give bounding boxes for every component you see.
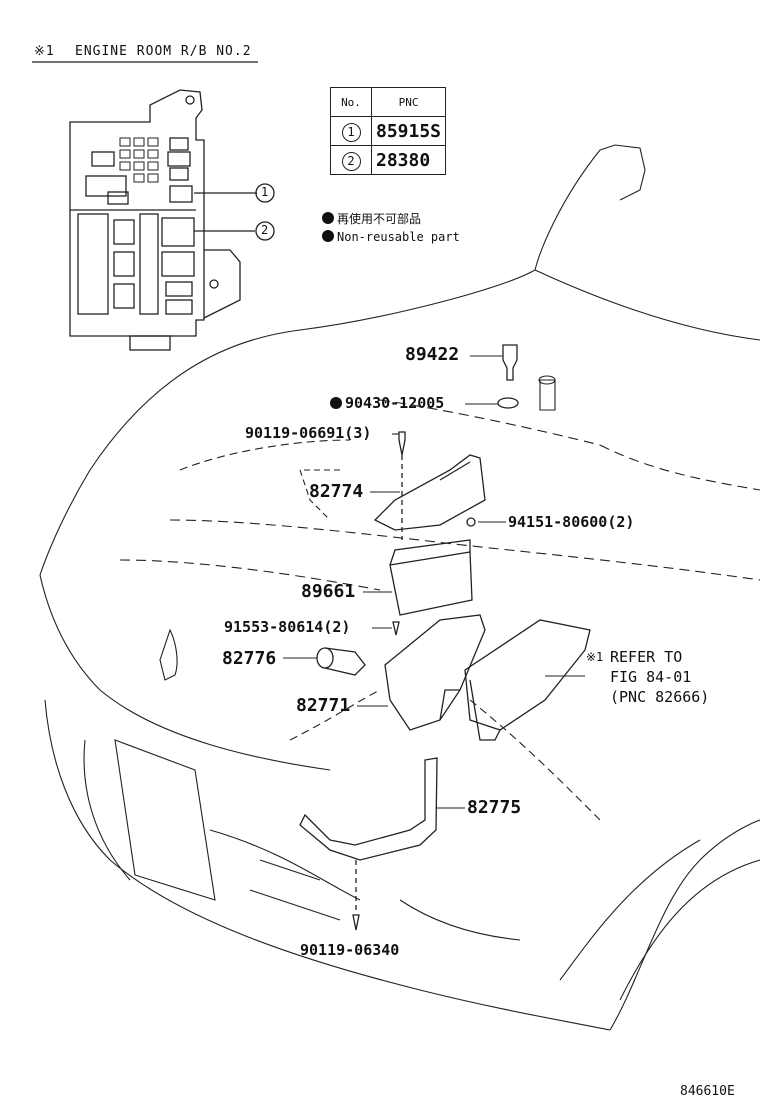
- callout-2: 2: [261, 223, 269, 237]
- pnc-col-no: No.: [330, 87, 372, 117]
- header-mark: ※1: [34, 44, 55, 59]
- part-94151: 94151-80600(2): [508, 513, 635, 531]
- leader-lines: [283, 355, 585, 809]
- part-89422: 89422: [405, 344, 460, 365]
- header-title: ENGINE ROOM R/B NO.2: [75, 44, 252, 59]
- part-82771: 82771: [296, 695, 351, 716]
- row-pnc: 85915S: [370, 116, 447, 146]
- refer-mark: ※1: [586, 650, 604, 664]
- part-82774: 82774: [309, 481, 364, 502]
- refer-line1: REFER TO: [610, 648, 683, 666]
- pnc-table: No. PNC 1 85915S 2 28380: [330, 87, 447, 175]
- refer-line3: (PNC 82666): [610, 688, 710, 706]
- part-82775: 82775: [467, 797, 522, 818]
- part-89661: 89661: [301, 581, 356, 602]
- non-reusable-dot-icon: [322, 230, 334, 242]
- relay-box-drawing: [69, 89, 275, 351]
- legend-jp: 再使用不可部品: [322, 210, 421, 227]
- row-pnc: 28380: [370, 145, 447, 175]
- part-90119-06340: 90119-06340: [300, 941, 400, 959]
- part-90430: 90430-12005: [330, 394, 444, 412]
- car-body-outline: [39, 144, 760, 1031]
- part-91553: 91553-80614(2): [224, 618, 351, 636]
- non-reusable-dot-icon: [322, 212, 334, 224]
- figure-id: 846610E: [680, 1084, 735, 1099]
- legend-en: Non-reusable part: [322, 230, 460, 244]
- table-row: 1 85915S: [330, 116, 447, 146]
- pnc-col-pnc: PNC: [370, 87, 447, 117]
- row-no: 2: [341, 151, 361, 171]
- refer-line2: FIG 84-01: [610, 668, 692, 686]
- callout-1: 1: [261, 185, 269, 199]
- part-90119-06691: 90119-06691(3): [245, 424, 372, 442]
- row-no: 1: [341, 122, 361, 142]
- part-sketches: [299, 344, 591, 931]
- non-reusable-dot-icon: [330, 397, 342, 409]
- table-row: 2 28380: [330, 145, 447, 175]
- part-82776: 82776: [222, 648, 277, 669]
